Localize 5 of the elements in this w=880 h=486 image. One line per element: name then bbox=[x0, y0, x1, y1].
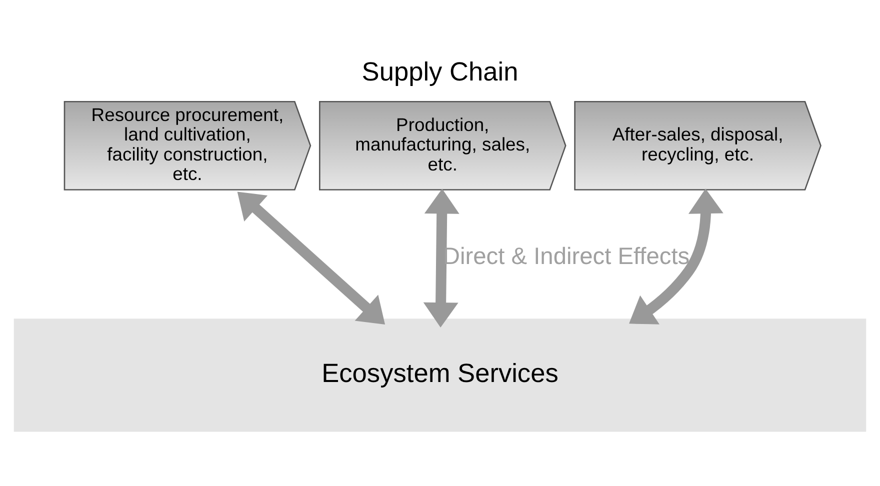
arrow bbox=[629, 188, 724, 324]
arrow bbox=[423, 188, 460, 328]
node-box: Ecosystem Services bbox=[14, 318, 866, 432]
diagram-title: Supply Chain bbox=[362, 56, 518, 87]
arrow bbox=[237, 192, 386, 324]
